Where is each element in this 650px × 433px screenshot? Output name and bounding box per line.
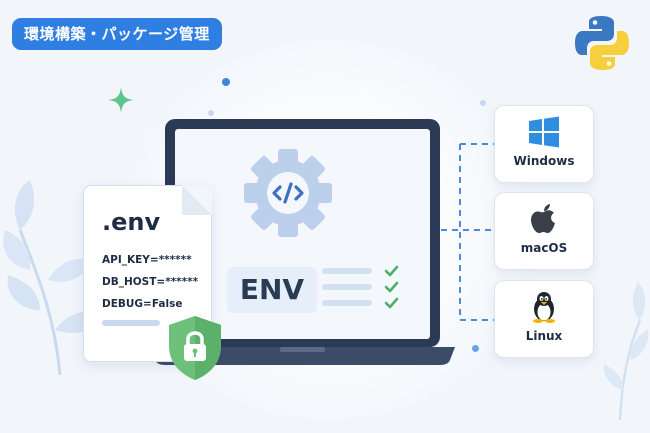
- apple-icon: [531, 204, 555, 233]
- os-connector-lines: [430, 143, 494, 321]
- os-card-windows: Windows: [494, 105, 594, 183]
- os-card-linux: Linux: [494, 280, 594, 358]
- gear-icon: [244, 149, 332, 237]
- os-label-linux: Linux: [525, 329, 563, 343]
- decor-dot-blue: [222, 78, 230, 86]
- env-line-db-host: DB_HOST=******: [102, 276, 199, 288]
- env-filename: .env: [102, 208, 161, 236]
- env-screen-label: ENV: [239, 273, 305, 306]
- page-fold-icon: [182, 185, 212, 215]
- decor-dot-blue-small: [472, 345, 479, 352]
- env-placeholder-bar: [102, 320, 160, 326]
- os-label-macos: macOS: [520, 241, 568, 255]
- windows-icon: [529, 116, 559, 148]
- leaves-right-decoration-icon: [603, 282, 649, 420]
- decor-dot-light: [480, 100, 486, 106]
- env-line-api-key: API_KEY=******: [102, 254, 192, 266]
- env-line-debug: DEBUG=False: [102, 298, 183, 310]
- sparkle-icon: [108, 87, 134, 113]
- os-card-macos: macOS: [494, 192, 594, 270]
- title-badge: 環境構築・パッケージ管理: [12, 18, 222, 50]
- linux-penguin-icon: [533, 292, 555, 323]
- os-label-windows: Windows: [513, 154, 575, 168]
- python-logo-icon: [575, 16, 629, 70]
- env-file-card: .env API_KEY=****** DB_HOST=****** DEBUG…: [83, 185, 212, 362]
- shield-lock-icon: [169, 316, 221, 380]
- laptop-illustration: [150, 119, 455, 365]
- decor-dot-light: [208, 110, 214, 116]
